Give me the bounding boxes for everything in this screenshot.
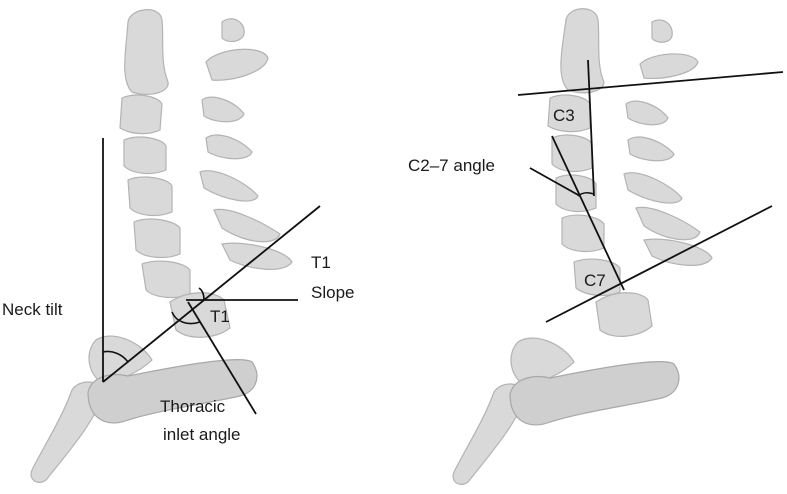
c3-vertebra-label: C3 [553, 106, 575, 125]
c2-perpendicular-line [587, 59, 595, 197]
right-posterior-element-2 [639, 53, 699, 79]
t1-slope-angle-arc [198, 287, 205, 301]
c7-perpendicular-line [551, 135, 625, 291]
right-posterior-element-7 [643, 238, 713, 266]
c7-vertebra-label: C7 [584, 271, 606, 290]
left-c2-vertebra [124, 9, 169, 95]
left-vertebral-body-c5 [127, 176, 173, 217]
right-posterior-element-4 [627, 136, 675, 162]
left-posterior-element-4 [205, 134, 253, 160]
thoracic-inlet-label-line2: inlet angle [163, 425, 241, 444]
right-posterior-element-5 [623, 172, 683, 204]
left-vertebral-body-c7 [141, 260, 191, 299]
left-spine-panel: Neck tilt T1 Slope T1 Thoracic inlet ang… [2, 9, 354, 483]
c2-7-angle-arc [577, 191, 595, 197]
c2-7-angle-leader-line [529, 167, 581, 197]
left-vertebral-body-t1 [169, 292, 231, 338]
thoracic-inlet-angle-arc [171, 311, 201, 325]
neck-tilt-angle-arc [102, 350, 129, 363]
right-c2-vertebra [560, 8, 605, 94]
left-posterior-element-6 [213, 208, 281, 243]
neck-tilt-to-t1-line [102, 205, 321, 383]
neck-tilt-label: Neck tilt [2, 300, 63, 319]
left-vertebral-body-c4 [123, 136, 167, 175]
right-posterior-element-3 [625, 100, 669, 126]
c2-7-angle-label: C2–7 angle [408, 156, 495, 175]
right-vertebral-body-c3 [547, 94, 591, 133]
right-vertebral-body-c7 [573, 258, 621, 297]
left-vertebral-body-c3 [119, 94, 163, 135]
left-posterior-element-3 [201, 96, 245, 123]
left-clavicle [87, 359, 258, 424]
t1-slope-label-line2: Slope [311, 283, 354, 302]
right-spine-panel: C2–7 angle C3 C7 [408, 8, 784, 485]
t1-slope-label-line1: T1 [311, 253, 331, 272]
left-vertebral-body-c6 [133, 218, 181, 259]
right-vertebral-body-t1 [595, 292, 653, 337]
left-posterior-element-5 [199, 170, 259, 202]
right-posterior-element-1 [651, 19, 673, 43]
right-vertebral-body-c4 [551, 134, 593, 173]
left-posterior-element-2 [205, 48, 269, 81]
t1-perpendicular-line [187, 301, 257, 415]
t1-vertebra-label: T1 [210, 307, 230, 326]
right-posterior-element-6 [635, 206, 701, 241]
right-clavicle [509, 361, 680, 426]
left-manubrium [88, 335, 153, 385]
left-posterior-element-1 [221, 18, 245, 43]
right-manubrium [510, 337, 575, 387]
thoracic-inlet-label-line1: Thoracic [160, 397, 226, 416]
c7-inferior-endplate-line [545, 205, 773, 323]
c2-inferior-endplate-line [517, 71, 784, 96]
